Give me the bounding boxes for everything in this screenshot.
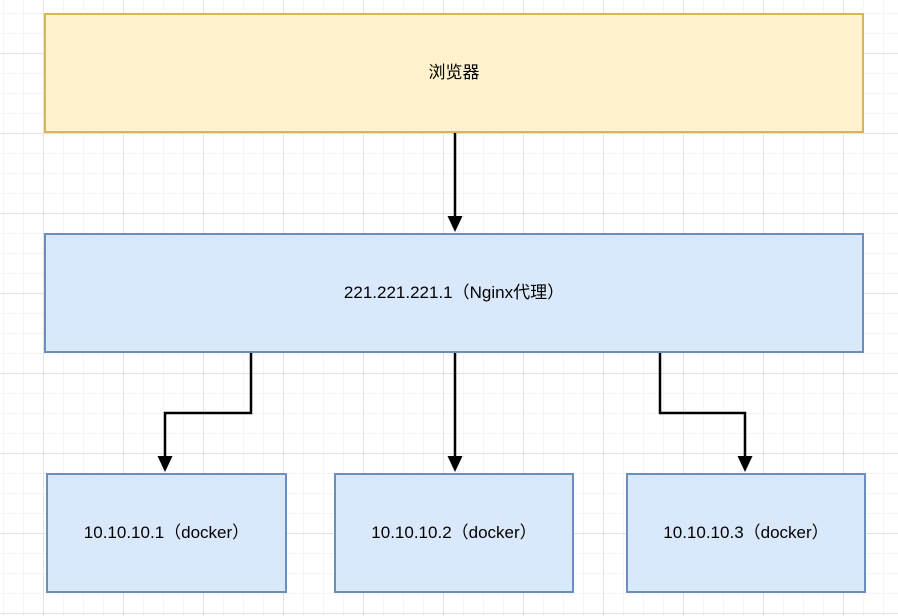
node-docker2-label: 10.10.10.2（docker）: [371, 522, 537, 542]
node-docker3-label: 10.10.10.3（docker）: [663, 522, 829, 542]
node-nginx-proxy[interactable]: 221.221.221.1（Nginx代理）: [44, 233, 864, 353]
edge-browser-to-nginx[interactable]: [447, 133, 463, 232]
node-docker-1[interactable]: 10.10.10.1（docker）: [46, 473, 287, 593]
edge-nginx-to-docker3[interactable]: [658, 353, 753, 472]
node-docker-2[interactable]: 10.10.10.2（docker）: [334, 473, 574, 593]
edge-nginx-to-docker2[interactable]: [447, 353, 463, 472]
node-docker1-label: 10.10.10.1（docker）: [83, 522, 250, 542]
edge-line: [163, 353, 253, 458]
node-browser-label: 浏览器: [428, 62, 480, 82]
edge-line: [658, 353, 747, 458]
arrowhead-icon: [447, 216, 463, 232]
arrowhead-icon: [737, 456, 753, 472]
arrowhead-icon: [447, 456, 463, 472]
node-nginx-label: 221.221.221.1（Nginx代理）: [343, 282, 565, 302]
edge-nginx-to-docker1[interactable]: [157, 353, 253, 472]
node-docker-3[interactable]: 10.10.10.3（docker）: [626, 473, 866, 593]
arrowhead-icon: [157, 456, 173, 472]
node-browser[interactable]: 浏览器: [44, 13, 864, 133]
